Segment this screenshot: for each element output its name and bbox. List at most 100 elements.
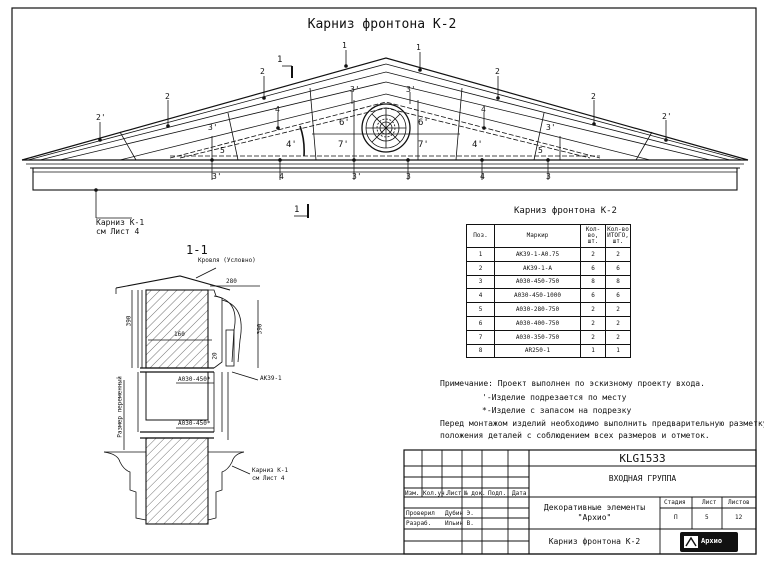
developed-by-label: Разраб. bbox=[406, 520, 432, 527]
spec-header: Кол-во, шт. bbox=[580, 224, 606, 248]
leader-dots bbox=[94, 64, 668, 192]
dim-top: 280 bbox=[226, 278, 237, 285]
spec-cell: 8 bbox=[580, 274, 606, 290]
callout-5: 5 bbox=[220, 146, 225, 155]
note-line-2: '-Изделие подрезается по месту bbox=[482, 393, 627, 402]
callout-3-prime: 3' bbox=[350, 85, 360, 94]
spec-cell: А030-400-750 bbox=[494, 315, 581, 331]
spec-cell: 2 bbox=[580, 329, 606, 345]
spec-cell: 6 bbox=[605, 260, 631, 276]
project-subject: ВХОДНАЯ ГРУППА bbox=[608, 474, 677, 483]
developed-by-name: Ильин В. bbox=[445, 520, 474, 527]
spec-cell: АК39-1-А0.75 bbox=[494, 247, 581, 262]
section-1-1-drawing bbox=[103, 267, 260, 525]
roof-label: Кровля (Условно) bbox=[198, 257, 256, 264]
section-ref-2: см Лист 4 bbox=[252, 475, 285, 482]
stamp-col-label: Подп. bbox=[488, 490, 507, 497]
ao-upper-label: А030-450* bbox=[178, 376, 211, 383]
callout-4-prime: 4' bbox=[286, 140, 297, 150]
spec-cell: АR250-1 bbox=[494, 343, 581, 359]
dim-small: 20 bbox=[211, 352, 219, 360]
callout-1: 1 bbox=[342, 41, 347, 50]
pediment-elevation bbox=[21, 50, 749, 219]
callout-4: 4 bbox=[480, 172, 485, 181]
stamp-col-label: Дата bbox=[512, 490, 527, 497]
spec-cell: 1 bbox=[466, 247, 495, 262]
spec-cell: АК39-1-А bbox=[494, 260, 581, 276]
product-name-1: Декоративные элементы bbox=[543, 503, 646, 512]
callout-2: 2 bbox=[495, 67, 500, 76]
checked-by-name: Дубин Э. bbox=[445, 510, 474, 517]
callout-4: 4 bbox=[279, 172, 284, 181]
spec-header: Кол-во ИТОГО, шт. bbox=[605, 224, 631, 248]
stamp-col-label: Изм. bbox=[405, 490, 420, 497]
section-cut-mark: 1 bbox=[294, 205, 300, 215]
spec-cell: А030-450-1000 bbox=[494, 288, 581, 304]
sheet-frame bbox=[11, 7, 757, 555]
spec-cell: 6 bbox=[605, 288, 631, 304]
stamp-col-label: Лист bbox=[447, 490, 462, 497]
spec-cell: 6 bbox=[466, 315, 495, 331]
section-ref-1: Карниз К-1 bbox=[252, 467, 289, 474]
callout-3-prime: 3' bbox=[546, 123, 556, 132]
logo-text: Архио bbox=[701, 537, 723, 545]
product-name-2: "Архио" bbox=[577, 513, 612, 522]
section-title: 1-1 bbox=[186, 243, 208, 257]
stamp-col-label: № док. bbox=[464, 490, 486, 497]
callout-6-prime: 6' bbox=[418, 118, 429, 128]
stamp-col-label: Кол.уч. bbox=[423, 490, 449, 497]
spec-table: Поз. Маркир Кол-во, шт. Кол-во ИТОГО, шт… bbox=[466, 224, 631, 359]
spec-cell: 8 bbox=[605, 274, 631, 290]
callout-4: 4 bbox=[275, 105, 280, 114]
spec-cell: 2 bbox=[580, 302, 606, 317]
dim-right: 390 bbox=[256, 323, 264, 335]
cornice-ref-2: см Лист 4 bbox=[96, 227, 140, 236]
spec-cell: 3 bbox=[466, 274, 495, 290]
spec-title: Карниз фронтона К-2 bbox=[514, 206, 617, 216]
sheets-value: 12 bbox=[735, 514, 743, 521]
callout-2: 2 bbox=[260, 67, 265, 76]
callout-2-prime: 2' bbox=[662, 112, 672, 121]
spec-cell: 1 bbox=[605, 343, 631, 359]
spec-cell: 4 bbox=[466, 288, 495, 304]
callout-4-prime: 4' bbox=[472, 140, 483, 150]
spec-cell: 8 bbox=[466, 343, 495, 359]
dim-left: 390 bbox=[125, 315, 133, 327]
sheet-title: Карниз фронтона К-2 bbox=[548, 537, 641, 546]
note-line-4: Перед монтажом изделий необходимо выполн… bbox=[440, 419, 764, 428]
spec-cell: 2 bbox=[466, 260, 495, 276]
spec-cell: 6 bbox=[580, 288, 606, 304]
callout-3: 3 bbox=[406, 172, 411, 181]
spec-cell: 5 bbox=[466, 302, 495, 317]
sheet-value: 5 bbox=[705, 514, 709, 521]
callout-2: 2 bbox=[165, 92, 170, 101]
note-line-3: *-Изделие с запасом на подрезку bbox=[482, 406, 632, 415]
stage-value: П bbox=[674, 514, 678, 521]
spec-header: Поз. bbox=[466, 224, 495, 248]
spec-cell: 2 bbox=[605, 329, 631, 345]
spec-cell: 1 bbox=[580, 343, 606, 359]
title-block-lines bbox=[403, 449, 757, 555]
spec-cell: 2 bbox=[580, 247, 606, 262]
note-line-1: Примечание: Проект выполнен по эскизному… bbox=[440, 379, 705, 388]
ak-label: АК39-1 bbox=[260, 375, 282, 382]
sheets-label: Листов bbox=[728, 499, 750, 506]
spec-cell: 2 bbox=[605, 315, 631, 331]
logo-mark bbox=[680, 532, 738, 552]
callout-2: 2 bbox=[591, 92, 596, 101]
callout-3-prime: 3' bbox=[208, 123, 218, 132]
callout-2-prime: 2' bbox=[96, 113, 106, 122]
sheet-label: Лист bbox=[702, 499, 717, 506]
dim-inner: 160 bbox=[174, 331, 185, 338]
callout-3-prime: 3' bbox=[212, 172, 222, 181]
checked-by-label: Проверил bbox=[406, 510, 435, 517]
